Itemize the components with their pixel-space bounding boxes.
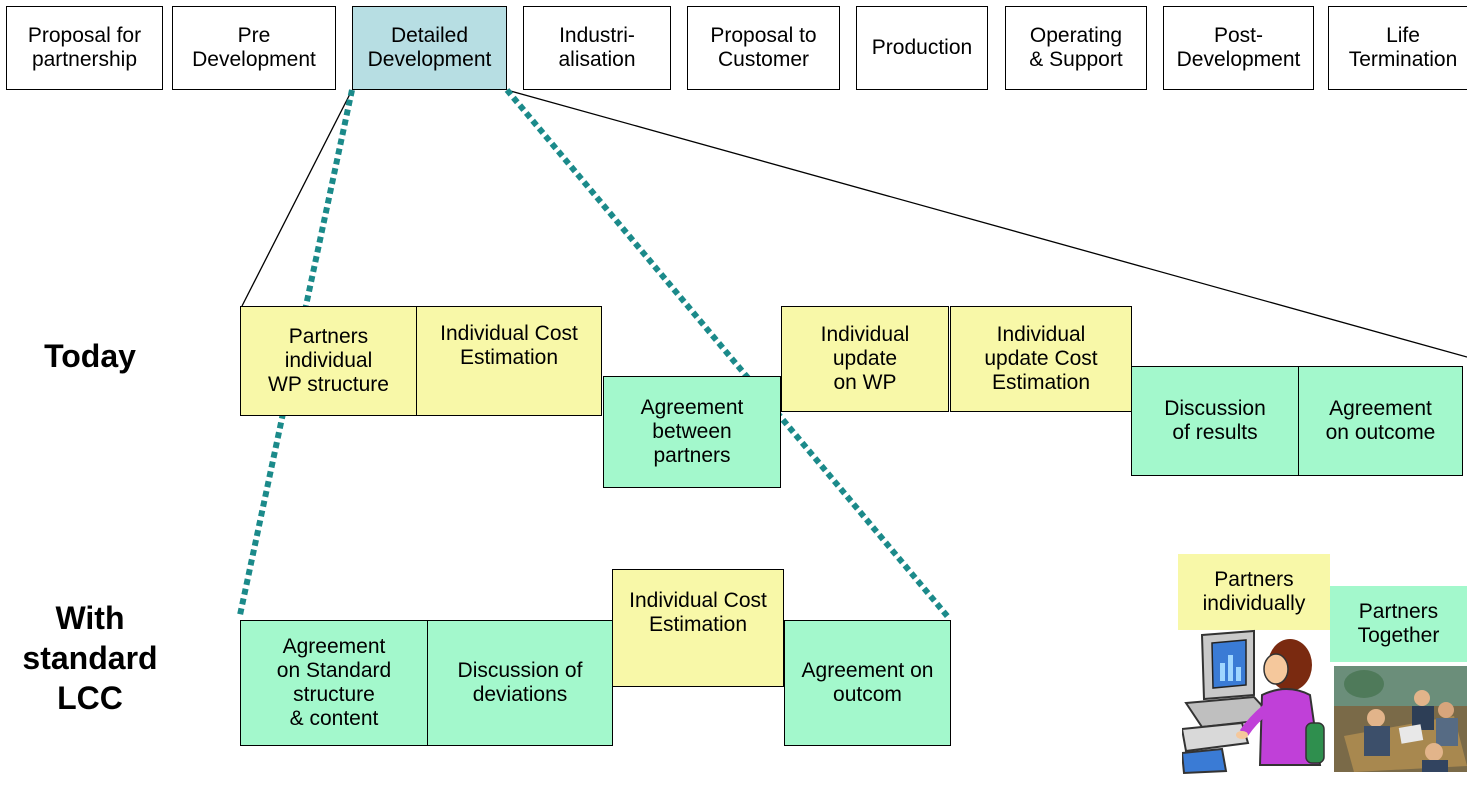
person-at-computer-illustration — [1182, 629, 1325, 775]
phase-post-development: Post- Development — [1163, 6, 1314, 90]
legend-partners-individually: Partners individually — [1178, 554, 1330, 630]
phase-operating-support: Operating & Support — [1005, 6, 1147, 90]
step-standard-agreement-outcome: Agreement on outcom — [784, 620, 951, 746]
phase-production: Production — [856, 6, 988, 90]
team-meeting-illustration — [1334, 666, 1467, 772]
legend-partners-together: Partners Together — [1330, 586, 1467, 662]
zoom-line-right — [506, 89, 1467, 358]
phase-life-termination: Life Termination — [1328, 6, 1467, 90]
step-standard-discussion-deviations: Discussion of deviations — [427, 620, 613, 746]
step-standard-agreement-structure: Agreement on Standard structure & conten… — [240, 620, 428, 746]
step-today-agreement-outcome: Agreement on outcome — [1298, 366, 1463, 476]
step-standard-cost-estimation: Individual Cost Estimation — [612, 569, 784, 687]
row-label-standard-lcc: With standard LCC — [22, 600, 158, 716]
step-today-cost-estimation: Individual Cost Estimation — [416, 306, 602, 416]
phase-proposal-to-customer: Proposal to Customer — [687, 6, 840, 90]
zoom-line-left — [241, 89, 353, 307]
phase-proposal-for-partnership: Proposal for partnership — [6, 6, 163, 90]
step-today-update-wp: Individual update on WP — [781, 306, 949, 412]
step-today-discussion-results: Discussion of results — [1131, 366, 1299, 476]
dotted-line-right — [504, 88, 951, 619]
phase-detailed-development: Detailed Development — [352, 6, 507, 90]
phase-industrialisation: Industri- alisation — [523, 6, 671, 90]
step-today-wp-structure: Partners individual WP structure — [240, 306, 417, 416]
step-today-agreement-partners: Agreement between partners — [603, 376, 781, 488]
step-today-update-cost: Individual update Cost Estimation — [950, 306, 1132, 412]
row-label-today: Today — [44, 338, 136, 374]
phase-pre-development: Pre Development — [172, 6, 336, 90]
